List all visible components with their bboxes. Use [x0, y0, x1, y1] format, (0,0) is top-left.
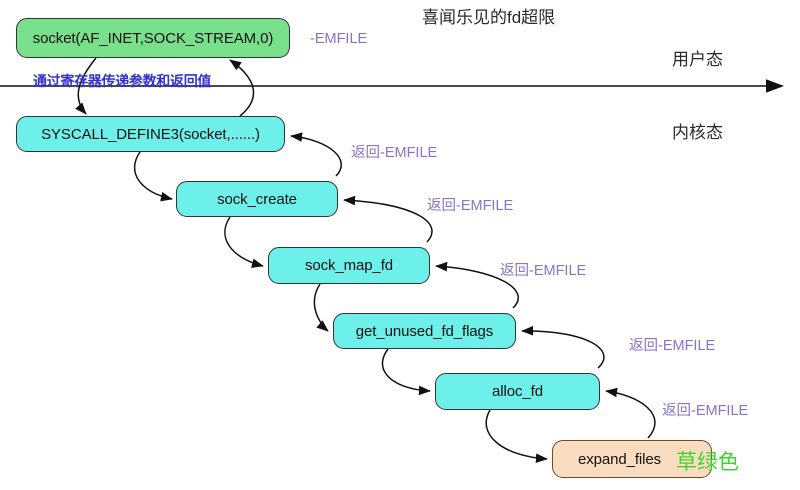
node-sock-map-fd-label: sock_map_fd [304, 257, 394, 274]
edge-sock-map-fd-to-sock-create [343, 195, 433, 243]
node-socket-label: socket(AF_INET,SOCK_STREAM,0) [32, 29, 274, 47]
node-expand-files-label: expand_files [578, 450, 662, 468]
node-get-unused-fd-flags-label: get_unused_fd_flags [355, 322, 494, 340]
register-transfer-note: 通过寄存器传递参数和返回值 [33, 73, 212, 89]
kernel-mode-label: 内核态 [672, 123, 723, 142]
node-sock-create-label: sock_create [217, 190, 297, 208]
edge-sock-create-to-syscall [290, 132, 342, 177]
annotation-return-emfile-alloc-fd: 返回-EMFILE [662, 403, 749, 419]
node-syscall-define3[interactable]: SYSCALL_DEFINE3(socket,......) [16, 116, 285, 152]
edge-sock-map-fd-to-get-unused-fd-flags [313, 283, 329, 332]
annotation-grass-green: 草绿色 [676, 451, 739, 474]
edge-syscall-to-socket [229, 59, 255, 117]
diagram-title: 喜闻乐见的fd超限 [422, 8, 556, 27]
annotation-emfile-user: -EMFILE [310, 31, 368, 47]
annotation-return-emfile-sock-map-fd: 返回-EMFILE [500, 263, 587, 279]
edge-syscall-to-sock-create [133, 151, 173, 202]
node-alloc-fd[interactable]: alloc_fd [435, 373, 600, 410]
node-socket[interactable]: socket(AF_INET,SOCK_STREAM,0) [16, 18, 290, 58]
edge-sock-create-to-sock-map-fd [224, 216, 264, 268]
annotation-return-emfile-get-unused-fd-flags: 返回-EMFILE [629, 338, 716, 354]
node-syscall-define3-label: SYSCALL_DEFINE3(socket,......) [41, 125, 260, 143]
edge-get-unused-fd-flags-to-alloc-fd [381, 348, 431, 396]
node-sock-map-fd[interactable]: sock_map_fd [268, 247, 430, 284]
edge-expand-files-to-alloc-fd [605, 387, 656, 439]
annotation-return-emfile-sock-create: 返回-EMFILE [427, 198, 514, 214]
edge-alloc-fd-to-expand-files [485, 409, 548, 464]
node-sock-create[interactable]: sock_create [176, 181, 338, 217]
node-alloc-fd-label: alloc_fd [492, 383, 543, 400]
node-get-unused-fd-flags[interactable]: get_unused_fd_flags [333, 313, 516, 349]
annotation-return-emfile-syscall: 返回-EMFILE [351, 145, 438, 161]
edge-alloc-fd-to-get-unused-fd-flags [521, 326, 605, 369]
user-mode-label: 用户态 [672, 50, 723, 69]
node-expand-files[interactable]: expand_files [552, 440, 712, 478]
